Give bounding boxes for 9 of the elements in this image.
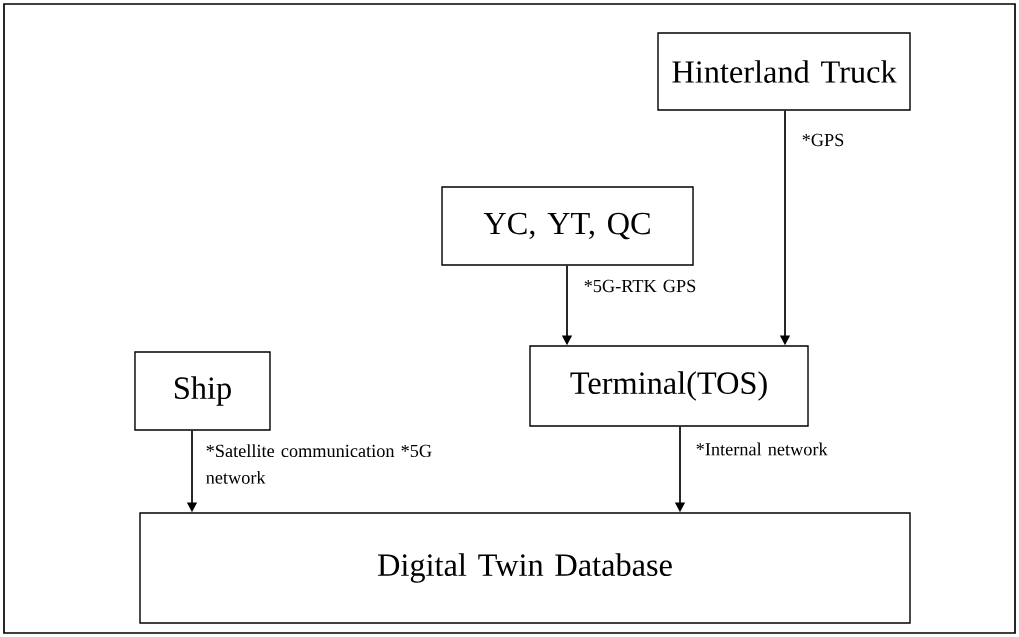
edge-label: *GPS (802, 133, 844, 147)
process-box: YC, YT, QC (441, 186, 694, 266)
process-box: Ship (134, 351, 271, 431)
process-box: Digital Twin Database (139, 512, 911, 624)
process-box: Terminal(TOS) (529, 345, 809, 427)
edge-label: *5G-RTK GPS (584, 279, 696, 293)
edge-label: *Satellite communication *5G network (206, 444, 432, 484)
edge-label: *Internal network (696, 442, 828, 456)
process-box: Hinterland Truck (657, 32, 911, 111)
